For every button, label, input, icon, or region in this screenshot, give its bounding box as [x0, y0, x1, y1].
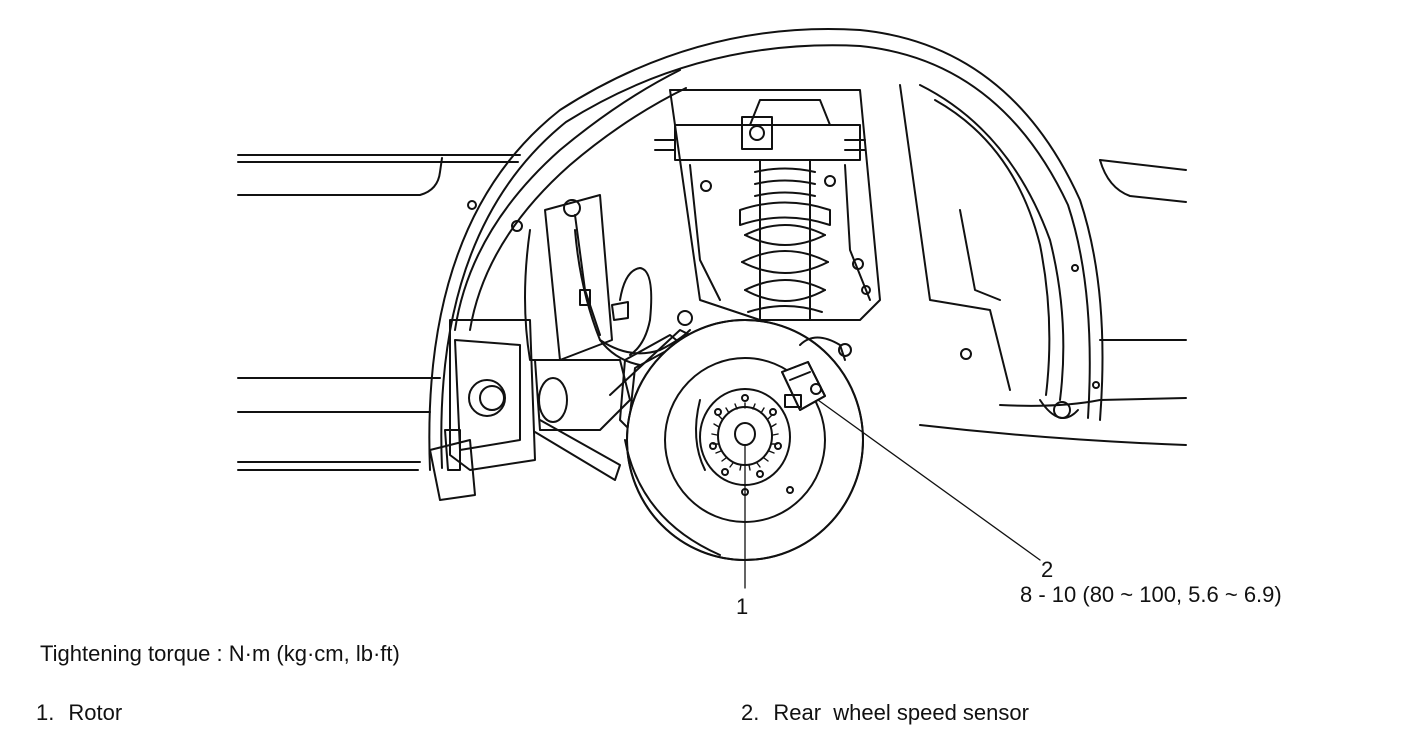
tone-ring [711, 402, 779, 471]
legend-label: Rear wheel speed sensor [773, 700, 1029, 725]
wheel-speed-sensor-icon [781, 336, 852, 411]
rotor-icon [624, 319, 864, 561]
body-panel-right [919, 159, 1187, 446]
legend-item-wheel-speed-sensor: 2. Rear wheel speed sensor [741, 702, 1029, 724]
legend-number: 2. [741, 700, 760, 725]
sensor-cable [574, 229, 693, 366]
body-panel-left [237, 154, 521, 471]
callout-rotor-number: 1 [736, 594, 749, 619]
coil-spring-icon [739, 159, 831, 321]
callout-leaders [744, 399, 1041, 589]
callout-sensor-torque: 8 - 10 (80 ~ 100, 5.6 ~ 6.9) [1020, 582, 1282, 607]
callout-sensor-number: 2 [1041, 557, 1054, 582]
wheel-arch-liner [428, 28, 1104, 471]
knuckle-arm [429, 194, 701, 501]
legend-label: Rotor [68, 700, 123, 725]
legend-item-rotor: 1. Rotor [36, 702, 122, 724]
strut-upper-mount [654, 89, 881, 321]
torque-units-note: Tightening torque : N·m (kg·cm, lb·ft) [40, 641, 400, 666]
legend-number: 1. [36, 700, 55, 725]
